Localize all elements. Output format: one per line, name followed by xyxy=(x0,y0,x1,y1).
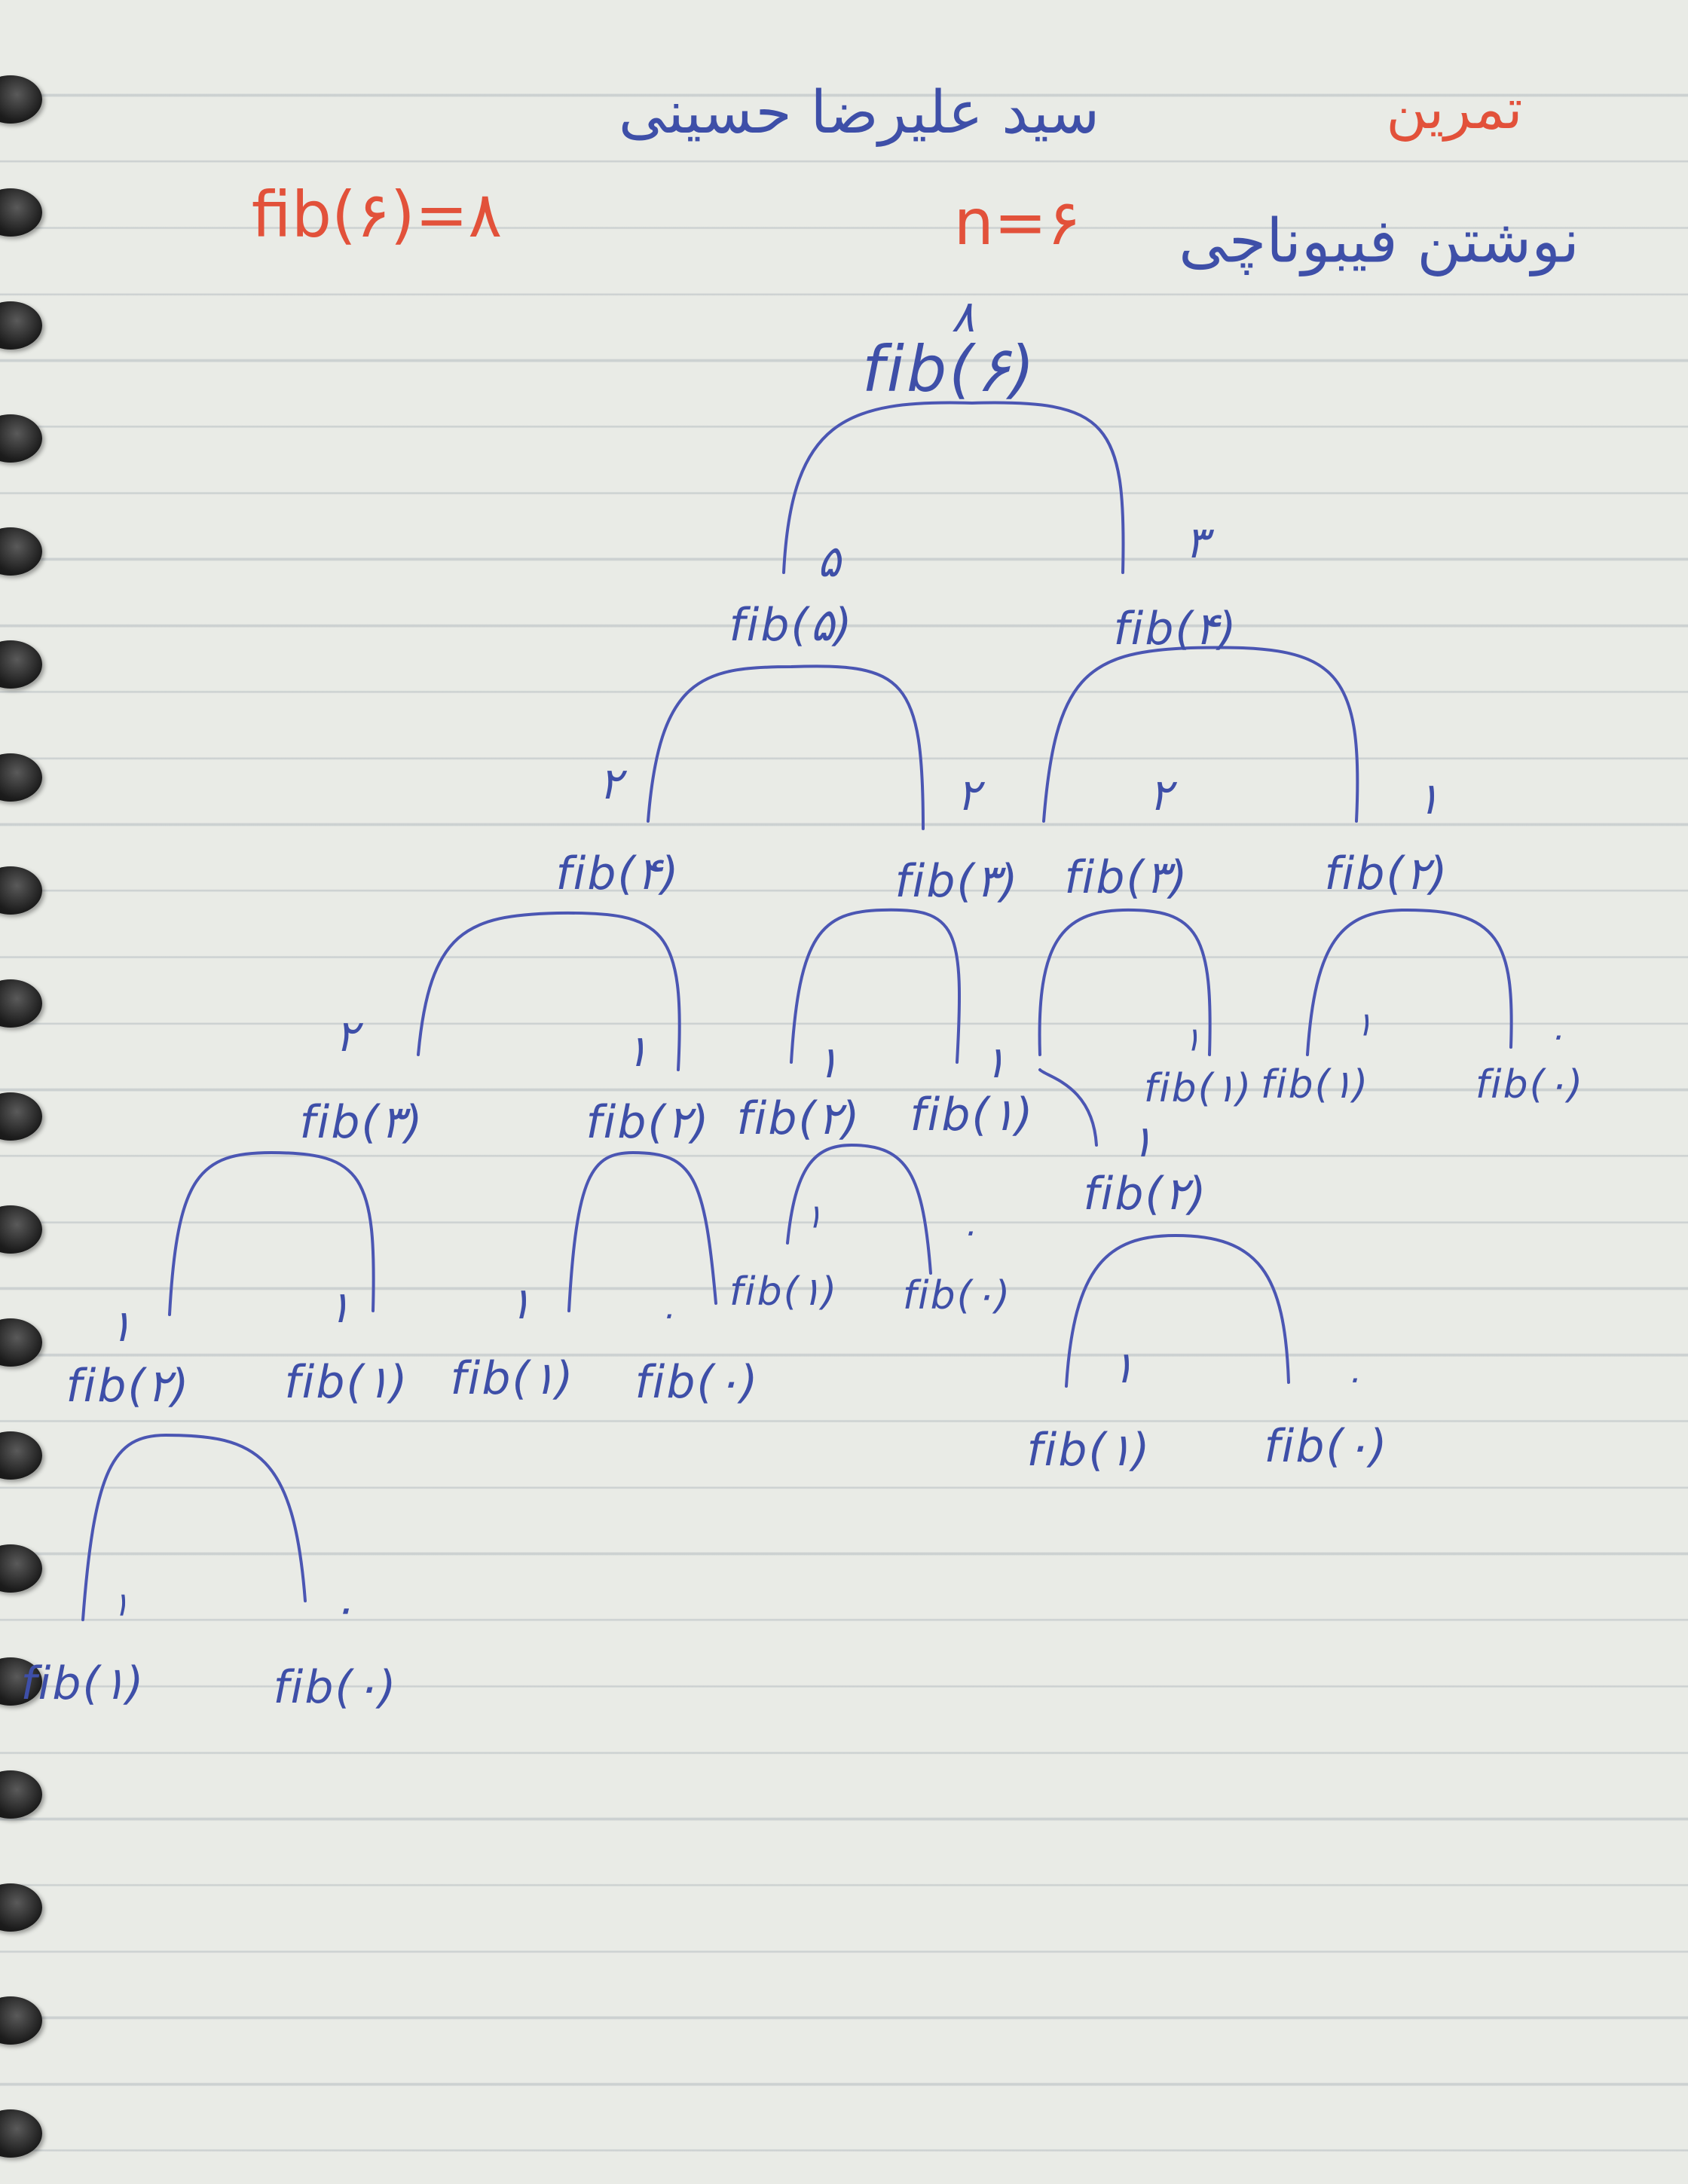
return-value: ۲ xyxy=(956,769,980,820)
return-value: ۸ xyxy=(951,291,975,342)
input-value: n=۶ xyxy=(953,185,1081,259)
edge-fib6 xyxy=(782,401,1125,574)
tree-node-fib1-h: fib(۱) xyxy=(20,1657,145,1710)
return-value: ۲ xyxy=(1148,769,1173,820)
tree-node-fib1-g: fib(۱) xyxy=(1026,1424,1151,1477)
subject-title: نوشتن فیبوناچی xyxy=(1179,206,1579,276)
return-value: ۱ xyxy=(1355,1005,1373,1044)
return-value: ۰ xyxy=(331,1583,355,1634)
tree-node-fib3-left: fib(۳) xyxy=(299,1096,424,1149)
tree-node-fib0-c: fib(۰) xyxy=(635,1356,760,1409)
edge-fib3-right-lower xyxy=(1038,1068,1098,1147)
return-value: ۰ xyxy=(1344,1359,1362,1398)
return-value: ۲ xyxy=(335,1010,359,1061)
edge-fib2-bottom-left xyxy=(81,1433,307,1621)
tree-node-fib3-mid: fib(۳) xyxy=(894,855,1020,908)
tree-node-fib0-a: fib(۰) xyxy=(1475,1062,1585,1107)
return-value: ۱ xyxy=(112,1585,130,1624)
tree-node-fib1-b: fib(۱) xyxy=(1143,1066,1253,1111)
tree-node-fib2-c: fib(۲) xyxy=(1083,1168,1208,1220)
tree-node-fib5: fib(۵) xyxy=(729,599,854,652)
result-value: fib(۶)=۸ xyxy=(251,178,503,252)
return-value: ۱ xyxy=(625,1025,649,1077)
return-value: ۱ xyxy=(327,1281,351,1333)
edge-fib4-right xyxy=(1042,646,1359,823)
return-value: ۱ xyxy=(508,1278,532,1329)
edge-fib3-right xyxy=(1038,908,1212,1056)
tree-node-fib2-d: fib(۲) xyxy=(66,1360,191,1413)
return-value: ۱ xyxy=(1111,1342,1135,1393)
author-name: سید علیرضا حسینی xyxy=(618,79,1100,147)
tree-node-fib0-b: fib(۰) xyxy=(902,1273,1012,1318)
return-value: ۱ xyxy=(1130,1116,1154,1167)
return-value: ۱ xyxy=(1183,1020,1201,1059)
edge-fib4-left xyxy=(417,911,681,1071)
tree-node-fib3-right: fib(۳) xyxy=(1064,851,1189,904)
tree-node-fib0-d: fib(۰) xyxy=(1264,1420,1389,1473)
return-value: ۱ xyxy=(109,1300,133,1352)
tree-node-fib0-e: fib(۰) xyxy=(273,1661,398,1714)
tree-node-fib2-far-right: fib(۲) xyxy=(1324,848,1449,900)
tree-node-fib1-c: fib(۱) xyxy=(1260,1062,1370,1107)
edge-fib2-mid xyxy=(786,1143,932,1275)
exercise-label: تمرین xyxy=(1386,77,1523,142)
return-value: ۰ xyxy=(658,1295,676,1334)
edge-fib2-far-right xyxy=(1306,908,1513,1056)
tree-node-fib2-b: fib(۲) xyxy=(736,1092,861,1145)
return-value: ۰ xyxy=(1547,1016,1565,1055)
return-value: ۳ xyxy=(1185,517,1209,568)
tree-node-fib1-a: fib(۱) xyxy=(910,1089,1035,1141)
edge-fib3-mid xyxy=(790,908,962,1064)
edge-fib5 xyxy=(647,664,925,830)
return-value: ۱ xyxy=(1416,773,1440,824)
tree-node-fib6: fib(۶) xyxy=(862,332,1037,406)
tree-node-fib1-d: fib(۱) xyxy=(729,1269,839,1315)
tree-node-fib4-right: fib(۴) xyxy=(1113,603,1238,655)
return-value: ۰ xyxy=(959,1212,977,1251)
tree-node-fib2-a: fib(۲) xyxy=(586,1096,711,1149)
return-value: ۱ xyxy=(815,1037,839,1088)
edge-fib2-right xyxy=(1065,1233,1290,1388)
tree-node-fib1-e: fib(۱) xyxy=(284,1356,409,1409)
edge-fib2-mid-left xyxy=(567,1150,717,1312)
return-value: ۱ xyxy=(983,1037,1007,1088)
return-value: ۵ xyxy=(817,536,841,587)
tree-node-fib1-f: fib(۱) xyxy=(450,1352,575,1405)
tree-node-fib4-left: fib(۴) xyxy=(555,848,680,900)
return-value: ۲ xyxy=(598,758,622,809)
return-value: ۱ xyxy=(805,1197,823,1236)
edge-fib2-left xyxy=(168,1150,375,1316)
